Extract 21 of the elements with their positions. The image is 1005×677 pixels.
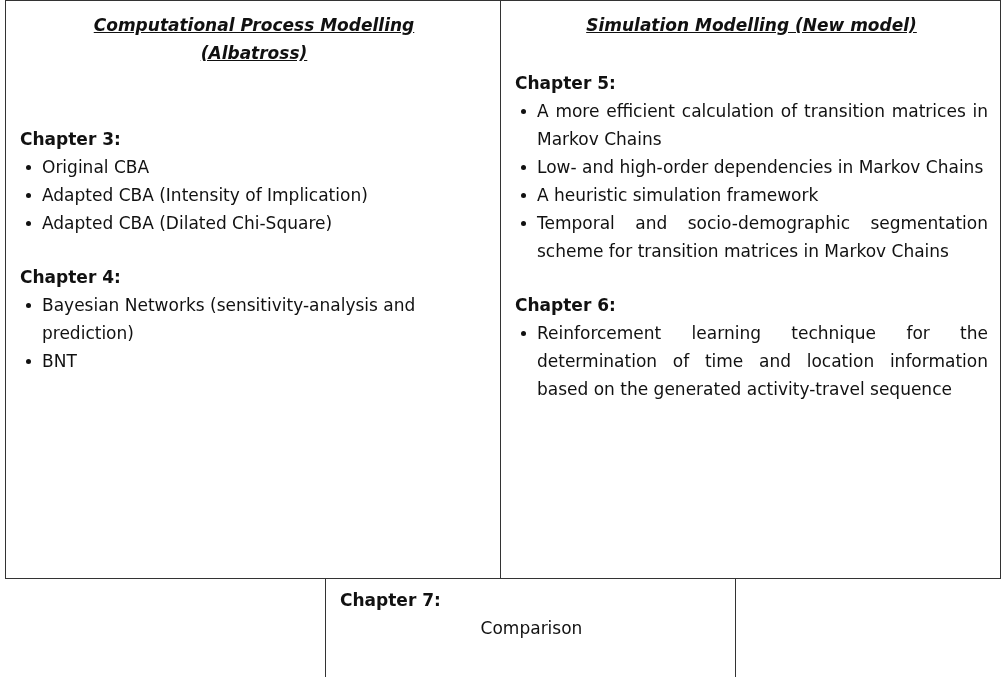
- list-item: A heuristic simulation framework: [537, 184, 820, 207]
- list-item: BNT: [42, 350, 78, 373]
- list-item: A more efficient calculation of transition matrices in Markov Chains: [537, 100, 988, 151]
- chapter-heading: Chapter 7:: [340, 589, 442, 612]
- column-panel: [5, 0, 501, 579]
- chapter-heading: Chapter 3:: [20, 128, 122, 151]
- chapter-heading: Chapter 5:: [515, 72, 617, 95]
- chapter-box: [325, 578, 736, 677]
- column-heading: Simulation Modelling (New model): [585, 14, 918, 37]
- list-item: Original CBA: [42, 156, 151, 179]
- list-item: Adapted CBA (Dilated Chi-Square): [42, 212, 334, 235]
- chapter-heading: Chapter 6:: [515, 294, 617, 317]
- list-item: Temporal and socio-demographic segmentation scheme for transition matrices in Markov Chains: [537, 212, 988, 263]
- list-item: Bayesian Networks (sensitivity-analysis and prediction): [42, 294, 417, 345]
- list-item: Reinforcement learning technique for the determination of time and location information based on the generated activity-travel sequence: [537, 322, 988, 401]
- list-item: Low- and high-order dependencies in Markov Chains: [537, 156, 985, 179]
- chapter-heading: Chapter 4:: [20, 266, 122, 289]
- chapter-title: Comparison: [479, 617, 584, 640]
- column-heading: Computational Process Modelling (Albatross): [92, 14, 416, 65]
- column-panel: [500, 0, 1001, 579]
- list-item: Adapted CBA (Intensity of Implication): [42, 184, 369, 207]
